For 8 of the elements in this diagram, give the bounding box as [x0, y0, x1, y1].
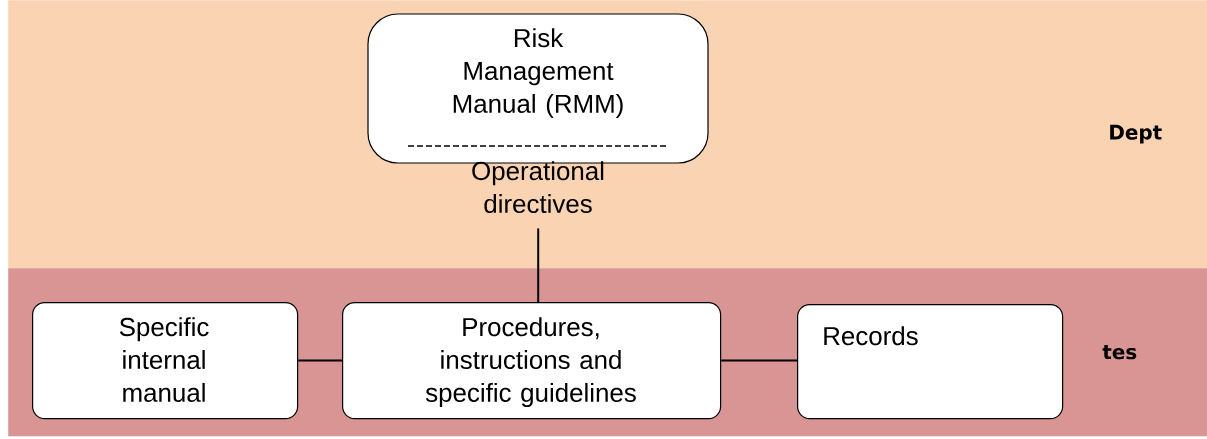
rounded-box: Procedures, instructions and specific guidelines [342, 302, 722, 420]
connector-line [297, 359, 343, 362]
connector-line [720, 359, 798, 362]
rounded-box: Records [797, 304, 1064, 420]
box-caption: Operational directives [472, 161, 604, 214]
rounded-box: Specific internal manual [32, 302, 299, 420]
box-label: Risk Management Manual (RMM) [453, 28, 623, 119]
connector-line [537, 227, 540, 303]
